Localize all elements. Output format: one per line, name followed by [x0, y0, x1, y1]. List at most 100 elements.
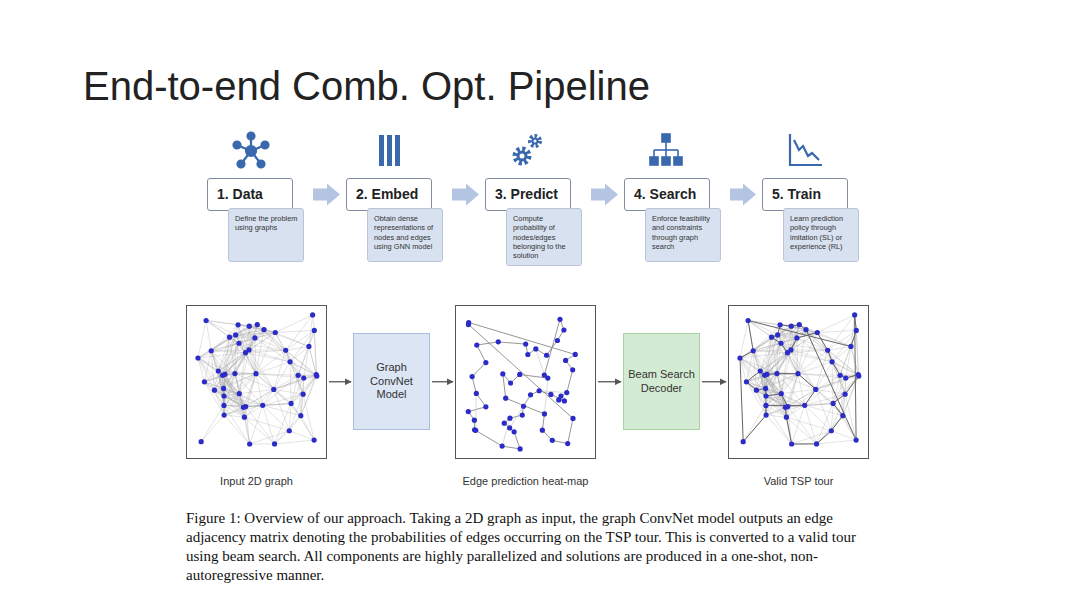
heat-edge: [536, 349, 545, 375]
graph-edge: [201, 405, 224, 441]
graph-node: [474, 391, 479, 396]
hierarchy-icon: [650, 134, 682, 165]
graph-node: [843, 392, 848, 397]
graph-node: [237, 391, 242, 396]
stage-block: 2. EmbedObtain dense representations of …: [346, 178, 446, 262]
graph-node: [795, 371, 800, 376]
flow-arrow: [598, 381, 621, 382]
graph-edge: [740, 358, 756, 390]
graph-edge: [840, 346, 851, 375]
stage-heading: 3. Predict: [485, 178, 571, 211]
graph-edge: [250, 443, 275, 444]
graph-edge: [198, 358, 224, 388]
graph-edge: [766, 415, 792, 444]
graph-node: [570, 416, 575, 421]
graph-node: [252, 335, 257, 340]
graph-node: [220, 373, 225, 378]
graph-edge: [235, 374, 239, 394]
stage-description: Enforce feasibility and constraints thro…: [645, 208, 721, 262]
graph-edge: [243, 407, 249, 444]
graph-edge: [785, 389, 815, 407]
graph-edge: [753, 351, 767, 375]
tour-path: [468, 319, 575, 449]
graph-edge: [223, 375, 240, 393]
graph-node: [830, 401, 835, 406]
graph-node: [573, 352, 578, 357]
graph-node: [261, 327, 266, 332]
graph-picture: Input 2D graph: [186, 305, 327, 459]
graph-edge: [243, 389, 273, 407]
graph-edge: [198, 358, 235, 374]
graph-edge: [211, 351, 225, 375]
graph-node: [195, 355, 200, 360]
graph-node: [779, 391, 784, 396]
graph-edge: [777, 343, 781, 373]
graph-node: [852, 312, 857, 317]
graph-edge: [778, 335, 798, 374]
graph-node: [814, 441, 819, 446]
graph-edge: [211, 351, 235, 374]
graph-edge: [828, 315, 855, 350]
graph-node: [561, 327, 566, 332]
graph-node: [550, 438, 555, 443]
graph-edge: [264, 330, 309, 347]
graph-edge: [833, 403, 856, 440]
graph-node: [241, 405, 246, 410]
graph-edge: [289, 431, 314, 440]
graph-node: [815, 330, 820, 335]
graph-node: [542, 411, 547, 416]
stage-description: Define the problem using graphs: [228, 208, 304, 262]
graph-edge: [256, 374, 304, 378]
graph-edge: [235, 373, 256, 374]
graph-edge: [250, 405, 263, 444]
graph-edge: [249, 350, 274, 390]
graph-edge: [201, 415, 224, 442]
graph-node: [483, 404, 488, 409]
graph-edge: [828, 350, 859, 376]
graph-edge: [743, 405, 766, 441]
graph-node: [838, 373, 843, 378]
graph-edge: [843, 376, 859, 416]
slide-title: End-to-end Comb. Opt. Pipeline: [83, 64, 650, 109]
graph-edge: [766, 415, 786, 417]
graph-node: [797, 322, 802, 327]
graph-edge: [791, 326, 817, 332]
graph-edge: [298, 346, 309, 375]
graph-edge: [286, 330, 315, 350]
stage-block: 3. PredictCompute probability of nodes/e…: [485, 178, 585, 266]
graph-node: [555, 338, 560, 343]
graph-edge: [301, 376, 317, 416]
graph-edge: [235, 343, 239, 373]
graph-node: [762, 373, 767, 378]
graph-node: [247, 441, 252, 446]
stage-heading: 1. Data: [207, 178, 293, 211]
graph-edge: [817, 315, 854, 333]
graph-edge: [740, 343, 781, 358]
graph-edge: [798, 350, 828, 373]
graph-edge: [817, 440, 857, 444]
graph-edge: [301, 416, 314, 440]
graph-edge: [786, 417, 831, 431]
graph-node: [221, 403, 226, 408]
graph-edge: [239, 374, 256, 394]
graph-node: [312, 328, 317, 333]
graph-node: [751, 348, 756, 353]
graph-edge: [291, 375, 316, 404]
graph-edge: [286, 350, 303, 394]
graph-edge: [243, 374, 256, 408]
graph-node: [518, 446, 523, 451]
graph-node: [500, 371, 505, 376]
graph-edge: [239, 343, 256, 373]
graph-edge: [274, 378, 304, 389]
graph-edge: [289, 416, 301, 431]
graph-node: [829, 428, 834, 433]
graph-node: [556, 397, 561, 402]
graph-edge: [274, 376, 317, 389]
graph-edge: [791, 326, 792, 350]
graph-node: [562, 398, 567, 403]
graph-edge: [828, 330, 857, 350]
graph-edge: [211, 325, 238, 351]
graph-node: [483, 360, 488, 365]
graph-node: [247, 324, 252, 329]
graph-node: [744, 379, 749, 384]
